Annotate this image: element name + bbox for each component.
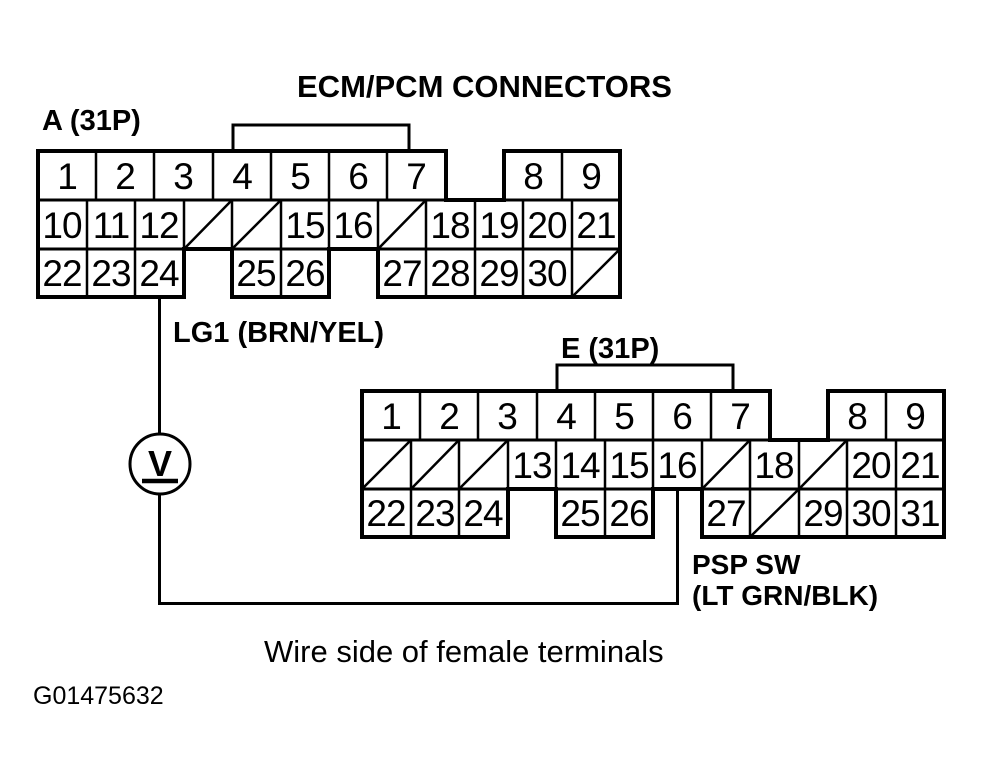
- wire-e16-vertical: [676, 489, 679, 605]
- pin-a-16: 16: [333, 205, 372, 246]
- pin-a-1: 1: [57, 156, 77, 197]
- pin-e-2: 2: [439, 396, 459, 437]
- pin-a-21: 21: [576, 205, 615, 246]
- pin-a-10: 10: [42, 205, 82, 246]
- psp-wire-label-line1: PSP SW: [692, 549, 801, 580]
- pin-e-20: 20: [851, 445, 891, 486]
- pin-e-27: 27: [706, 493, 745, 534]
- pin-a-30: 30: [527, 253, 567, 294]
- pin-a-27: 27: [382, 253, 421, 294]
- pin-e-30: 30: [851, 493, 891, 534]
- connector-e-label: E (31P): [561, 333, 660, 365]
- connector-e-row2-dividers: [409, 440, 898, 489]
- diagram-caption: Wire side of female terminals: [264, 634, 664, 669]
- pin-a-22: 22: [42, 253, 81, 294]
- connector-e-row1-dividers: [418, 391, 888, 440]
- pin-e-4: 4: [556, 396, 576, 437]
- pin-e-15: 15: [609, 445, 649, 486]
- wire-bottom-horizontal: [158, 602, 679, 605]
- connector-e-row3-dividers: [409, 489, 898, 537]
- pin-e-23: 23: [415, 493, 454, 534]
- voltmeter-v-label: V: [148, 443, 172, 484]
- pin-e-22: 22: [366, 493, 405, 534]
- pin-a-7: 7: [406, 156, 426, 197]
- pin-e-5: 5: [614, 396, 634, 437]
- pin-e-26: 26: [609, 493, 648, 534]
- pin-e-7: 7: [730, 396, 750, 437]
- pin-a-20: 20: [527, 205, 567, 246]
- lg1-wire-label: LG1 (BRN/YEL): [173, 317, 385, 349]
- pin-a-25: 25: [236, 253, 276, 294]
- pin-a-2: 2: [115, 156, 135, 197]
- connector-a-row2-dividers: [85, 200, 574, 249]
- pin-e-18: 18: [754, 445, 793, 486]
- pin-e-13: 13: [512, 445, 551, 486]
- connector-a-diagram: 1 2 3 4 5 6 7 8 9 10 11 12 15 16 18 19 2…: [36, 123, 622, 299]
- figure-id: G01475632: [33, 682, 164, 710]
- pin-e-25: 25: [560, 493, 600, 534]
- pin-a-19: 19: [479, 205, 518, 246]
- unused-pin-slashes-a: [183, 199, 621, 298]
- pin-a-6: 6: [348, 156, 368, 197]
- voltmeter-symbol: V: [128, 432, 192, 496]
- pin-e-3: 3: [497, 396, 517, 437]
- pin-e-8: 8: [847, 396, 867, 437]
- pin-a-12: 12: [139, 205, 178, 246]
- pin-e-31: 31: [900, 493, 939, 534]
- wire-a24-vertical: [158, 298, 161, 435]
- pin-e-6: 6: [672, 396, 692, 437]
- pin-e-16: 16: [657, 445, 696, 486]
- pin-e-1: 1: [381, 396, 401, 437]
- pin-e-9: 9: [905, 396, 925, 437]
- pin-a-18: 18: [430, 205, 469, 246]
- connector-a-row3-dividers: [85, 249, 574, 297]
- pin-a-23: 23: [91, 253, 130, 294]
- connector-a-key-tab: [231, 123, 411, 151]
- pin-a-11: 11: [93, 205, 129, 246]
- pin-a-8: 8: [523, 156, 543, 197]
- connector-e-diagram: 1 2 3 4 5 6 7 8 9 13 14 15 16 18 20 21 2…: [360, 363, 946, 539]
- pin-e-21: 21: [900, 445, 939, 486]
- unused-pin-slashes-e: [361, 439, 848, 538]
- pin-a-5: 5: [290, 156, 310, 197]
- connector-a-pin-numbers: 1 2 3 4 5 6 7 8 9 10 11 12 15 16 18 19 2…: [42, 156, 616, 294]
- psp-wire-label: PSP SW (LT GRN/BLK): [692, 549, 878, 611]
- diagram-title: ECM/PCM CONNECTORS: [297, 69, 672, 104]
- pin-a-28: 28: [430, 253, 469, 294]
- connector-a-row1-dividers: [94, 151, 564, 200]
- connector-e-pin-numbers: 1 2 3 4 5 6 7 8 9 13 14 15 16 18 20 21 2…: [366, 396, 940, 534]
- wire-meter-vertical: [158, 494, 161, 605]
- pin-a-4: 4: [232, 156, 252, 197]
- pin-e-29: 29: [803, 493, 842, 534]
- pin-a-15: 15: [285, 205, 325, 246]
- pin-a-29: 29: [479, 253, 518, 294]
- pin-e-14: 14: [560, 445, 600, 486]
- pin-a-9: 9: [581, 156, 601, 197]
- pin-e-24: 24: [463, 493, 503, 534]
- pin-a-26: 26: [285, 253, 324, 294]
- connector-a-label: A (31P): [42, 105, 141, 137]
- pin-a-24: 24: [139, 253, 179, 294]
- connector-e-key-tab: [555, 363, 735, 391]
- psp-wire-label-line2: (LT GRN/BLK): [692, 580, 879, 611]
- pin-a-3: 3: [173, 156, 193, 197]
